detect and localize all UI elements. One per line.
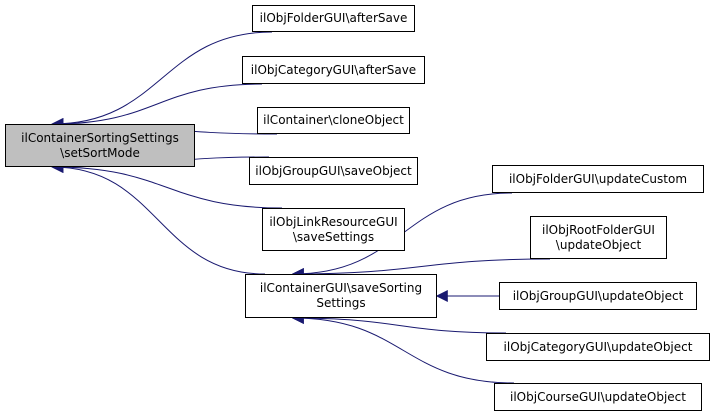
node-label-line: \saveSettings: [292, 229, 375, 244]
node-link-resource-save-settings[interactable]: ilObjLinkResourceGUI \saveSettings: [262, 208, 405, 251]
edge-category_after_save-to-root: [51, 83, 263, 130]
node-root-folder-update-object[interactable]: ilObjRootFolderGUI \updateObject: [530, 216, 667, 259]
node-category-after-save[interactable]: ilObjCategoryGUI\afterSave: [242, 56, 425, 84]
node-label-line: ilContainerSortingSettings: [21, 130, 179, 145]
node-folder-update-custom[interactable]: ilObjFolderGUI\updateCustom: [492, 165, 704, 193]
node-folder-after-save[interactable]: ilObjFolderGUI\afterSave: [252, 5, 415, 32]
edge-link_resource_save-to-root: [51, 161, 283, 209]
node-category-update-object[interactable]: ilObjCategoryGUI\updateObject: [486, 333, 710, 361]
edge-course_update-to-container_gui_save_sorting: [291, 312, 515, 384]
node-label-line: ilContainer\cloneObject: [263, 113, 404, 127]
node-label-line: ilContainerGUI\saveSorting: [259, 281, 423, 295]
node-label-line: ilObjFolderGUI\updateCustom: [508, 171, 688, 186]
edge-category_update-to-container_gui_save_sorting: [291, 312, 507, 334]
node-label-line: ilObjRootFolderGUI: [542, 222, 655, 237]
node-label-line: ilObjLinkResourceGUI: [269, 214, 398, 229]
node-label-line: ilObjCategoryGUI\afterSave: [250, 62, 417, 77]
node-group-update-object[interactable]: ilObjGroupGUI\updateObject: [499, 282, 697, 310]
node-container-clone-object[interactable]: ilContainer\cloneObject: [257, 107, 410, 134]
node-course-update-object[interactable]: ilObjCourseGUI\updateObject: [494, 383, 702, 411]
node-label-line: ilObjGroupGUI\updateObject: [512, 288, 684, 303]
node-label-line: ilObjCategoryGUI\updateObject: [503, 339, 693, 354]
node-label-line: ilObjFolderGUI\afterSave: [259, 11, 408, 25]
node-container-gui-save-sorting-settings[interactable]: ilContainerGUI\saveSorting Settings: [245, 274, 437, 318]
node-label-line: ilObjCourseGUI\updateObject: [510, 389, 686, 404]
node-label-line: \setSortMode: [60, 145, 140, 160]
edge-root_folder_update-to-container_gui_save_sorting: [291, 258, 551, 280]
edge-container_gui_save_sorting-to-root: [51, 161, 266, 275]
node-root-setsortmode[interactable]: ilContainerSortingSettings \setSortMode: [5, 124, 195, 167]
node-label-line: Settings: [316, 296, 366, 310]
node-label-line: \updateObject: [555, 237, 642, 252]
node-label-line: ilObjGroupGUI\saveObject: [255, 163, 412, 178]
node-group-save-object[interactable]: ilObjGroupGUI\saveObject: [249, 157, 418, 185]
edge-folder_after_save-to-root: [51, 31, 273, 130]
